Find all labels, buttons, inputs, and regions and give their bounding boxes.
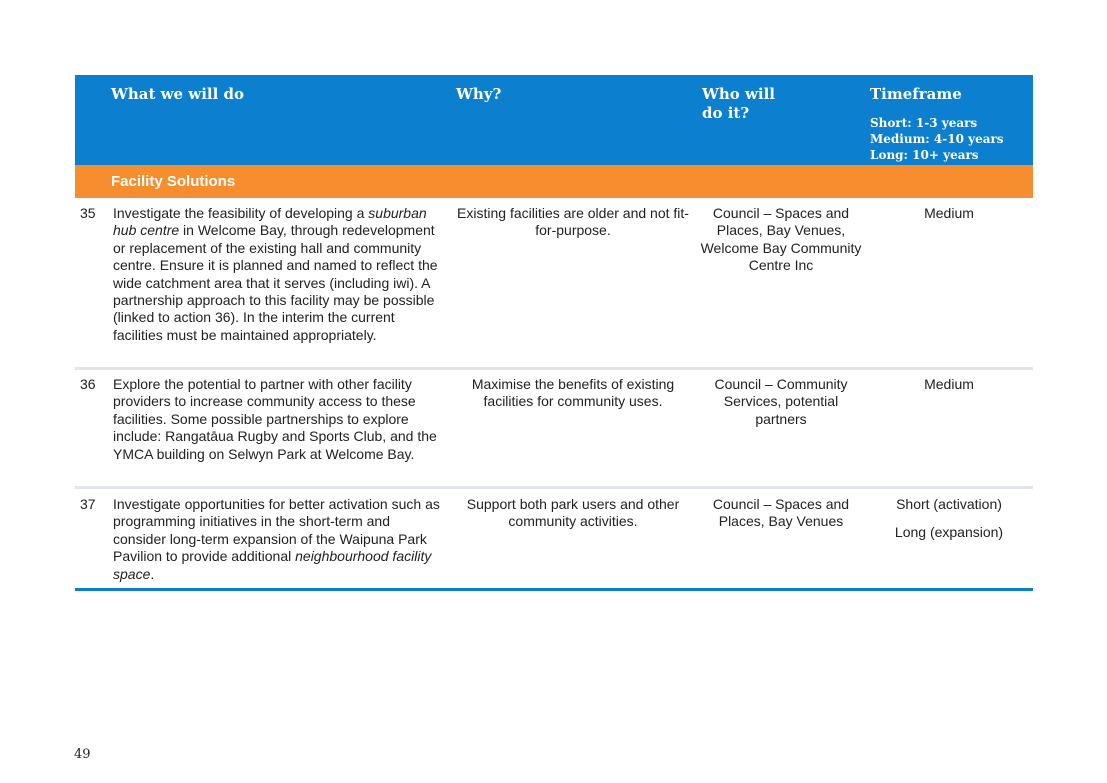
timeframe-long-expansion: Long (expansion) (894, 524, 1004, 541)
action-timeframe: Medium (924, 376, 974, 392)
action-description: Investigate the feasibility of developin… (113, 205, 443, 344)
timeframe-legend: Short: 1-3 years Medium: 4-10 years Long… (870, 115, 1004, 163)
header-why: Why? (456, 85, 502, 103)
description-emphasis: suburban hub centre (113, 205, 427, 239)
page-number: 49 (74, 747, 91, 762)
timeframe-short-activation: Short (activation) (896, 496, 1002, 512)
header-what: What we will do (111, 85, 245, 103)
header-who: Who will do it? (702, 85, 775, 123)
table-row: 36 Explore the potential to partner with… (75, 370, 1033, 489)
action-why: Maximise the benefits of existing facili… (471, 376, 675, 410)
description-emphasis: neighbourhood facility space (113, 548, 432, 582)
table-header: What we will do Why? Who will do it? Tim… (75, 75, 1033, 165)
header-timeframe: Timeframe (870, 85, 962, 103)
action-table: What we will do Why? Who will do it? Tim… (75, 75, 1033, 591)
description-text: Investigate the feasibility of developin… (113, 205, 365, 221)
action-timeframe: Medium (924, 205, 974, 221)
table-row: 37 Investigate opportunities for better … (75, 489, 1033, 591)
action-number: 37 (80, 496, 96, 512)
timeframe-medium: Medium: 4-10 years (870, 132, 1004, 146)
description-text: . (150, 565, 155, 582)
action-why: Support both park users and other commun… (466, 496, 680, 530)
table-row: 35 Investigate the feasibility of develo… (75, 198, 1033, 370)
action-who: Council – Community Services, potential … (714, 376, 848, 427)
header-who-line2: do it? (702, 104, 750, 122)
action-description: Explore the potential to partner with ot… (113, 376, 437, 462)
action-why: Existing facilities are older and not fi… (457, 205, 689, 239)
timeframe-long: Long: 10+ years (870, 148, 979, 162)
action-number: 35 (80, 205, 96, 221)
description-text: Investigate opportunities for better act… (113, 496, 440, 565)
timeframe-short: Short: 1-3 years (870, 116, 978, 130)
action-who: Council – Spaces and Places, Bay Venues,… (700, 205, 862, 274)
action-who: Council – Spaces and Places, Bay Venues (712, 496, 850, 530)
action-timeframe: Short (activation) Long (expansion) (875, 496, 1023, 542)
action-number: 36 (80, 376, 96, 392)
section-title: Facility Solutions (75, 165, 1033, 198)
description-text: in Welcome Bay, through redevelopment or… (113, 222, 438, 343)
header-who-line1: Who will (702, 85, 775, 103)
action-description: Investigate opportunities for better act… (113, 496, 443, 583)
